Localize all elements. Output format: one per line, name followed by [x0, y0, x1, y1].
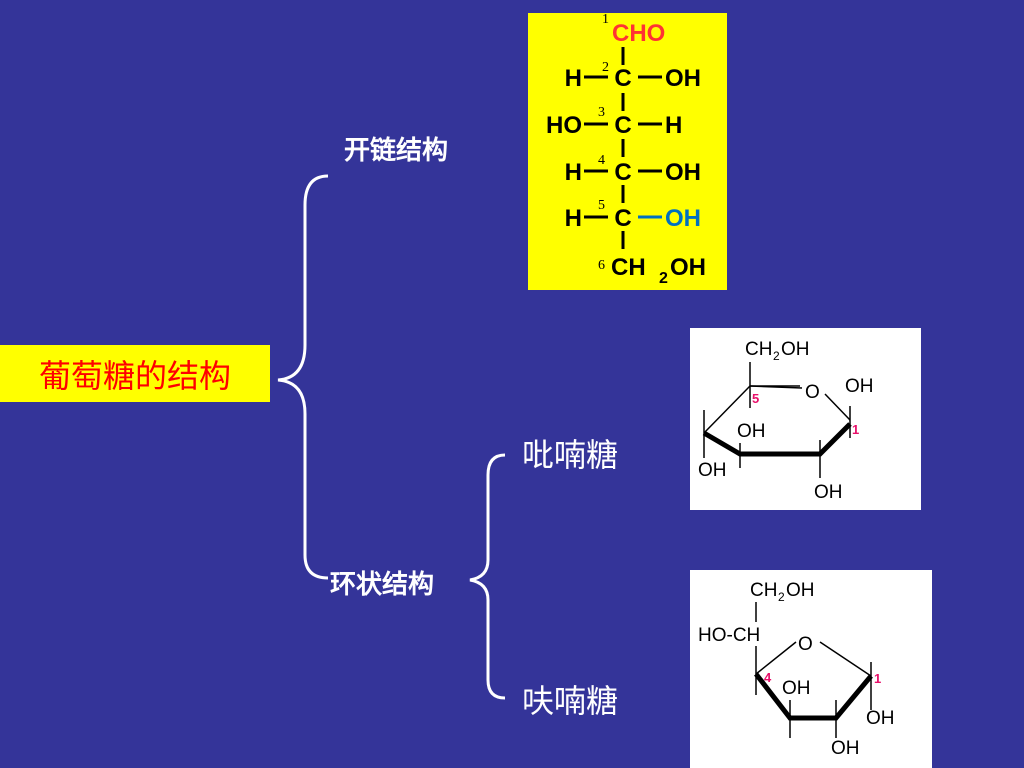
main-bracket	[277, 174, 329, 580]
furanose-c4-number: 4	[764, 670, 772, 685]
c6-sub: 2	[659, 270, 668, 287]
fischer-background	[528, 13, 727, 290]
c6-oh: OH	[670, 254, 706, 281]
c2-right: OH	[665, 65, 701, 92]
carbon-number-2: 2	[602, 60, 609, 75]
pyranose-ch-oh: OH	[781, 339, 810, 360]
carbon-number-3: 3	[598, 105, 605, 120]
furanose-ch-oh: OH	[786, 580, 815, 601]
open-chain-label: 开链结构	[344, 136, 449, 166]
c2-left: H	[565, 65, 582, 92]
furanose-oh-bottom: OH	[831, 738, 860, 759]
c3-right: H	[665, 112, 682, 139]
pyranose-oh-left: OH	[698, 460, 727, 481]
furanose-c1-number: 1	[874, 671, 881, 686]
furanose-bold-bonds	[754, 672, 873, 721]
furanose-hoch: HO-CH	[698, 625, 760, 646]
pyranose-structure: CH 2 OH O OH OH OH OH 5 1	[690, 328, 921, 510]
main-title: 葡萄糖的结构	[0, 345, 270, 402]
c3-left: HO	[546, 112, 582, 139]
pyranose-c5-number: 5	[752, 391, 759, 406]
carbon-number-6: 6	[598, 258, 605, 273]
c4-left: H	[565, 159, 582, 186]
carbon-number-5: 5	[598, 198, 605, 213]
c4-carbon: C	[614, 159, 631, 186]
pyranose-ch-sub: 2	[773, 349, 780, 363]
pyranose-ch: CH	[745, 339, 772, 360]
c5-left: H	[565, 205, 582, 232]
furanose-label: 呋喃糖	[522, 682, 619, 720]
pyranose-ring-oxygen: O	[805, 382, 820, 403]
cyclic-label: 环状结构	[330, 570, 435, 600]
carbon-number-1: 1	[602, 13, 609, 27]
c1-aldehyde: CHO	[612, 20, 665, 47]
furanose-background	[690, 570, 932, 768]
furanose-ring-oxygen: O	[798, 634, 813, 655]
c2-carbon: C	[614, 65, 631, 92]
cyclic-bracket	[469, 453, 506, 700]
furanose-oh-right: OH	[866, 708, 895, 729]
c5-right: OH	[665, 205, 701, 232]
c3-carbon: C	[614, 112, 631, 139]
c4-right: OH	[665, 159, 701, 186]
furanose-structure: CH 2 OH HO-CH O OH OH OH 4 1	[690, 570, 932, 768]
pyranose-label: 吡喃糖	[522, 436, 619, 474]
fischer-horizontal-bonds	[584, 75, 662, 219]
pyranose-oh-inner: OH	[737, 421, 766, 442]
c6-ch: CH	[611, 254, 646, 281]
furanose-ch-sub: 2	[778, 590, 785, 604]
pyranose-oh-top-right: OH	[845, 376, 874, 397]
pyranose-background	[690, 328, 921, 510]
furanose-thin-bonds	[755, 602, 872, 738]
pyranose-bold-bonds	[702, 422, 852, 457]
furanose-ch: CH	[750, 580, 777, 601]
furanose-oh-inner: OH	[782, 678, 811, 699]
pyranose-c1-number: 1	[852, 422, 859, 437]
carbon-number-4: 4	[598, 153, 605, 168]
pyranose-oh-bottom: OH	[814, 482, 843, 503]
c5-carbon: C	[614, 205, 631, 232]
fischer-projection: 1 2 3 4 5 6 CHO H C OH HO C H H C OH H C…	[528, 13, 727, 290]
